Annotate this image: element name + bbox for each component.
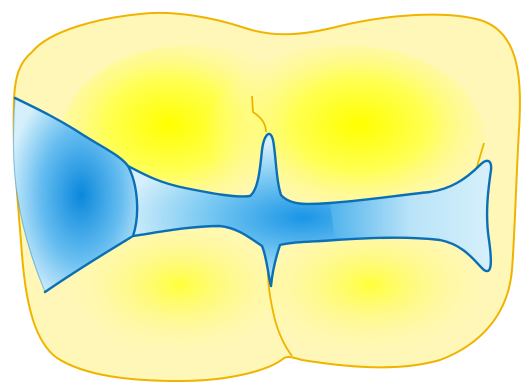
tooth-cavity-diagram	[0, 0, 525, 387]
